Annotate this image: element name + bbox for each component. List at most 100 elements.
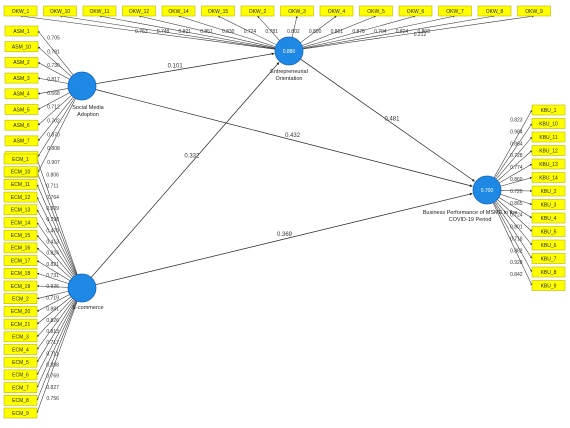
latent-node[interactable] (472, 175, 502, 205)
indicator-okw-4[interactable]: OKW_4 (319, 5, 354, 17)
indicator-box[interactable] (398, 5, 433, 17)
indicator-asm-1[interactable]: ASM_1 (4, 25, 39, 37)
indicator-box[interactable] (319, 5, 354, 17)
indicator-box[interactable] (4, 72, 39, 84)
indicator-box[interactable] (161, 5, 196, 17)
indicator-box[interactable] (3, 382, 38, 393)
indicator-okw-2[interactable]: OKW_2 (240, 5, 275, 17)
indicator-asm-5[interactable]: ASM_5 (4, 104, 39, 115)
indicator-box[interactable] (531, 280, 566, 291)
latent-ec[interactable]: E-commerce (67, 273, 104, 311)
indicator-okw-3[interactable]: OKW_3 (280, 5, 314, 17)
indicator-ecm-5[interactable]: ECM_5 (3, 356, 38, 368)
indicator-box[interactable] (531, 212, 566, 224)
indicator-ecm-18[interactable]: ECM_18 (3, 267, 38, 279)
indicator-kbu-12[interactable]: KBU_12 (531, 145, 566, 156)
indicator-box[interactable] (3, 5, 38, 17)
indicator-ecm-11[interactable]: ECM_11 (3, 179, 38, 190)
indicator-box[interactable] (82, 5, 117, 17)
indicator-kbu-11[interactable]: KBU_11 (531, 131, 566, 143)
indicator-kbu-4[interactable]: KBU_4 (531, 212, 566, 224)
indicator-box[interactable] (3, 267, 38, 279)
indicator-kbu-13[interactable]: KBU_13 (531, 158, 566, 170)
indicator-box[interactable] (531, 226, 566, 237)
indicator-ecm-13[interactable]: ECM_13 (3, 204, 38, 216)
indicator-asm-7[interactable]: ASM_7 (4, 135, 39, 147)
indicator-box[interactable] (3, 191, 38, 203)
indicator-okw-1[interactable]: OKW_1 (3, 5, 38, 17)
indicator-box[interactable] (3, 280, 38, 292)
indicator-ecm-7[interactable]: ECM_7 (3, 382, 38, 393)
indicator-box[interactable] (438, 5, 472, 17)
indicator-asm-10[interactable]: ASM_10 (4, 41, 39, 53)
indicator-okw-12[interactable]: OKW_12 (122, 5, 156, 17)
indicator-okw-6[interactable]: OKW_6 (398, 5, 433, 17)
indicator-okw-14[interactable]: OKW_14 (161, 5, 196, 17)
indicator-box[interactable] (3, 217, 38, 228)
indicator-asm-6[interactable]: ASM_6 (4, 119, 39, 131)
indicator-box[interactable] (531, 266, 566, 278)
indicator-box[interactable] (531, 104, 566, 116)
indicator-kbu-7[interactable]: KBU_7 (531, 253, 566, 264)
indicator-ecm-20[interactable]: ECM_20 (3, 306, 38, 317)
indicator-box[interactable] (201, 5, 235, 17)
indicator-box[interactable] (43, 5, 77, 17)
indicator-box[interactable] (531, 239, 566, 251)
indicator-ecm-19[interactable]: ECM_19 (3, 280, 38, 292)
indicator-kbu-9[interactable]: KBU_9 (531, 280, 566, 291)
indicator-box[interactable] (477, 5, 512, 17)
indicator-box[interactable] (517, 5, 551, 17)
latent-node[interactable] (274, 36, 304, 66)
indicator-ecm-14[interactable]: ECM_14 (3, 217, 38, 228)
indicator-ecm-12[interactable]: ECM_12 (3, 191, 38, 203)
indicator-box[interactable] (3, 331, 38, 343)
indicator-okw-7[interactable]: OKW_7 (438, 5, 472, 17)
indicator-ecm-15[interactable]: ECM_15 (3, 229, 38, 241)
indicator-box[interactable] (531, 158, 566, 170)
indicator-asm-2[interactable]: ASM_2 (4, 57, 39, 68)
indicator-kbu-5[interactable]: KBU_5 (531, 226, 566, 237)
indicator-box[interactable] (531, 199, 566, 210)
indicator-box[interactable] (531, 145, 566, 156)
indicator-box[interactable] (3, 356, 38, 368)
indicator-kbu-3[interactable]: KBU_3 (531, 199, 566, 210)
indicator-box[interactable] (531, 172, 566, 183)
indicator-box[interactable] (4, 104, 39, 115)
indicator-box[interactable] (531, 185, 566, 197)
indicator-box[interactable] (4, 88, 39, 100)
indicator-okw-10[interactable]: OKW_10 (43, 5, 77, 17)
indicator-box[interactable] (3, 179, 38, 190)
indicator-ecm-2[interactable]: ECM_2 (3, 293, 38, 305)
indicator-ecm-8[interactable]: ECM_8 (3, 394, 38, 406)
indicator-asm-4[interactable]: ASM_4 (4, 88, 39, 100)
indicator-box[interactable] (531, 131, 566, 143)
indicator-box[interactable] (3, 306, 38, 317)
indicator-box[interactable] (3, 242, 38, 254)
indicator-box[interactable] (3, 153, 38, 165)
indicator-kbu-1[interactable]: KBU_1 (531, 104, 566, 116)
indicator-ecm-1[interactable]: ECM_1 (3, 153, 38, 165)
indicator-box[interactable] (531, 253, 566, 264)
indicator-box[interactable] (3, 394, 38, 406)
indicator-ecm-17[interactable]: ECM_17 (3, 255, 38, 266)
indicator-box[interactable] (4, 25, 39, 37)
indicator-box[interactable] (4, 119, 39, 131)
indicator-box[interactable] (3, 255, 38, 266)
indicator-box[interactable] (3, 166, 38, 177)
indicator-box[interactable] (3, 318, 38, 330)
indicator-ecm-9[interactable]: ECM_9 (3, 407, 38, 419)
indicator-kbu-14[interactable]: KBU_14 (531, 172, 566, 183)
indicator-box[interactable] (240, 5, 275, 17)
latent-node[interactable] (67, 71, 97, 101)
indicator-box[interactable] (3, 293, 38, 305)
indicator-box[interactable] (3, 344, 38, 355)
indicator-okw-11[interactable]: OKW_11 (82, 5, 117, 17)
indicator-box[interactable] (3, 407, 38, 419)
indicator-ecm-4[interactable]: ECM_4 (3, 344, 38, 355)
indicator-box[interactable] (3, 369, 38, 381)
indicator-box[interactable] (359, 5, 393, 17)
indicator-kbu-2[interactable]: KBU_2 (531, 185, 566, 197)
indicator-kbu-6[interactable]: KBU_6 (531, 239, 566, 251)
